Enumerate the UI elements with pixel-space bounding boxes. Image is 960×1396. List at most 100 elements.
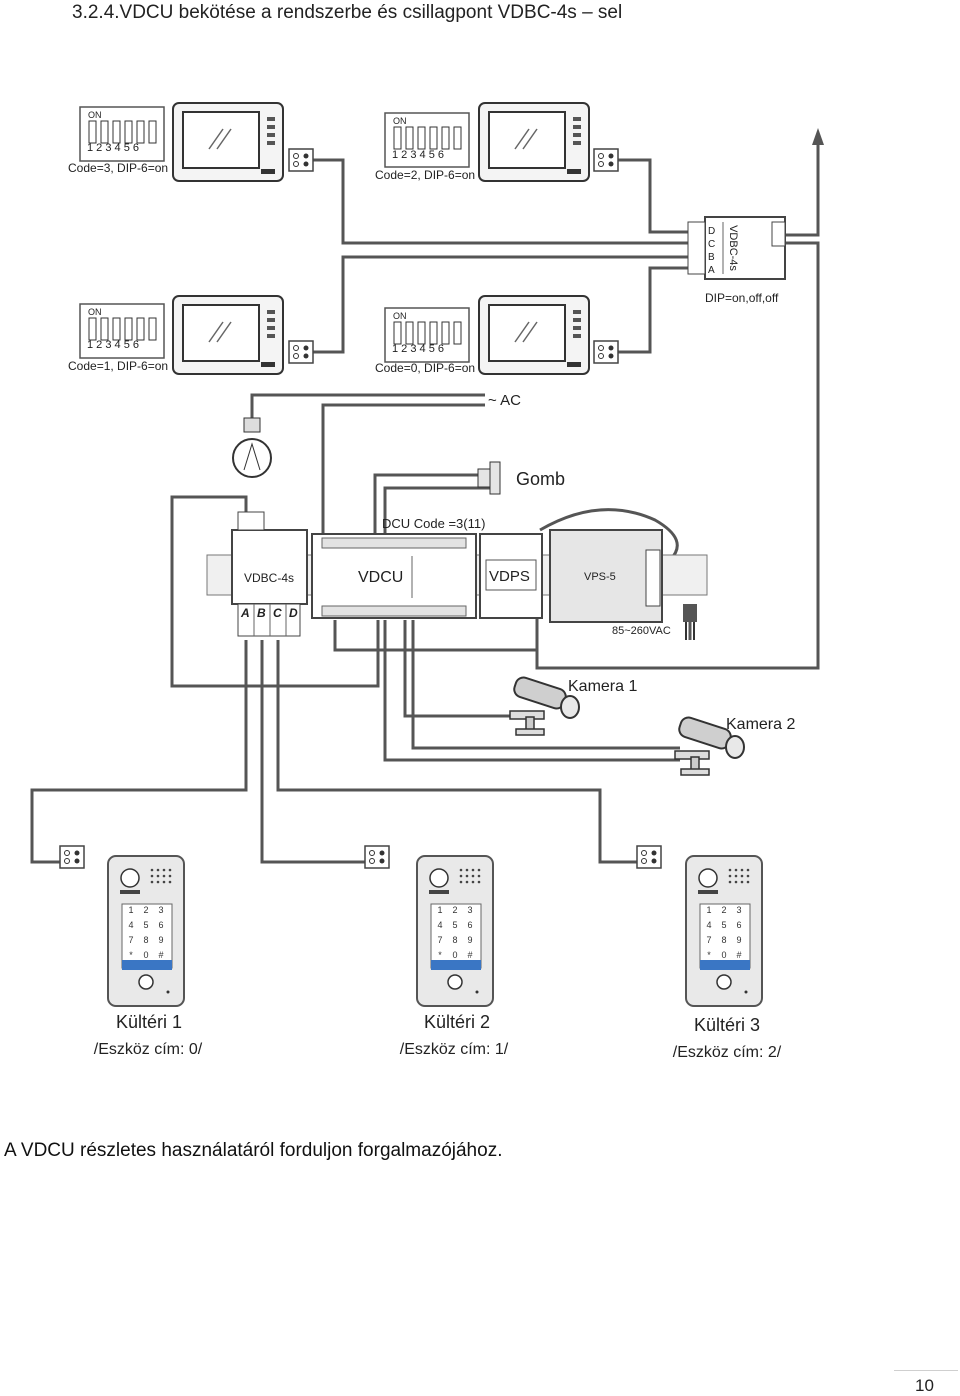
outdoor-address: /Eszköz cím: 1/ (400, 1041, 509, 1058)
outdoor-unit-2 (416, 855, 494, 1007)
keypad-key: 3 (158, 905, 163, 915)
monitor-terminal (288, 340, 314, 364)
keypad-key: 2 (721, 905, 726, 915)
keypad-key: 2 (452, 905, 457, 915)
hub-bottom (231, 511, 308, 637)
page-number-rule (894, 1370, 958, 1371)
monitor-terminal (593, 148, 619, 172)
keypad-key: 6 (736, 920, 741, 930)
dip-switch-numbers: 1 2 3 4 5 6 (87, 142, 139, 154)
keypad-key: 8 (452, 935, 457, 945)
vdcu-unit (311, 533, 477, 619)
keypad-key: 1 (128, 905, 133, 915)
keypad-key: 7 (706, 935, 711, 945)
outdoor-terminal (636, 845, 662, 869)
keypad-key: * (707, 950, 711, 960)
outdoor-unit-1 (107, 855, 185, 1007)
keypad-key: 0 (143, 950, 148, 960)
camera-2-label: Kamera 2 (726, 716, 795, 733)
plug-icon (683, 604, 697, 640)
monitor-code-label: Code=1, DIP-6=on (68, 359, 168, 373)
keypad-key: 1 (706, 905, 711, 915)
keypad-key: 2 (143, 905, 148, 915)
mains-label: 85~260VAC (612, 625, 671, 637)
monitor-code-label: Code=0, DIP-6=on (375, 361, 475, 375)
keypad-key: 4 (706, 920, 711, 930)
hub-bottom-port: D (289, 606, 298, 620)
outdoor-address: /Eszköz cím: 0/ (94, 1041, 203, 1058)
keypad-key: 3 (467, 905, 472, 915)
camera-1-label: Kamera 1 (568, 678, 637, 695)
uplink-arrow (812, 128, 824, 145)
keypad-key: 3 (736, 905, 741, 915)
hub-top-model: VDBC-4s (727, 225, 739, 271)
vdps-unit (479, 533, 543, 619)
vdcu-label: VDCU (358, 569, 403, 586)
hub-top-dip-label: DIP=on,off,off (705, 291, 779, 305)
outdoor-terminal (59, 845, 85, 869)
dip-on-label: ON (393, 116, 407, 126)
dip-on-label: ON (393, 311, 407, 321)
outdoor-unit-3 (685, 855, 763, 1007)
monitor-code-label: Code=3, DIP-6=on (68, 161, 168, 175)
keypad-key: 8 (143, 935, 148, 945)
keypad-key: * (129, 950, 133, 960)
keypad-key: 7 (437, 935, 442, 945)
keypad-key: # (158, 950, 163, 960)
hub-top: VDBC-4s D C B A (687, 216, 786, 280)
hub-bottom-port: C (273, 606, 282, 620)
keypad-key: # (467, 950, 472, 960)
keypad-key: * (438, 950, 442, 960)
keypad-key: # (736, 950, 741, 960)
keypad-key: 8 (721, 935, 726, 945)
hub-bottom-model: VDBC-4s (244, 571, 294, 585)
hub-bottom-port: B (257, 606, 266, 620)
outdoor-name: Kültéri 2 (424, 1012, 490, 1032)
dip-on-label: ON (88, 307, 102, 317)
hub-bottom-port: A (240, 606, 250, 620)
gomb-label: Gomb (516, 469, 565, 489)
ac-label: ~ AC (488, 392, 521, 409)
page-number: 10 (915, 1376, 934, 1395)
outdoor-name: Kültéri 3 (694, 1015, 760, 1035)
vdps-label: VDPS (489, 568, 530, 585)
keypad-key: 6 (467, 920, 472, 930)
keypad-key: 4 (437, 920, 442, 930)
keypad-key: 7 (128, 935, 133, 945)
page-heading: 3.2.4.VDCU bekötése a rendszerbe és csil… (72, 2, 623, 23)
vps-label: VPS-5 (584, 571, 616, 583)
wiring-lines (30, 145, 820, 864)
dip-switch-numbers: 1 2 3 4 5 6 (392, 343, 444, 355)
monitor-4 (478, 295, 590, 375)
hub-top-port: A (708, 265, 715, 276)
hub-top-port: D (708, 226, 715, 237)
keypad-key: 0 (721, 950, 726, 960)
button-icon (477, 461, 501, 495)
keypad-key: 4 (128, 920, 133, 930)
keypad-key: 5 (452, 920, 457, 930)
outdoor-address: /Eszköz cím: 2/ (673, 1044, 782, 1061)
footnote-text: A VDCU részletes használatáról forduljon… (4, 1140, 503, 1161)
monitor-terminal (288, 148, 314, 172)
dip-switch-numbers: 1 2 3 4 5 6 (392, 149, 444, 161)
dip-labels: ON ON ON ON (88, 110, 407, 321)
outdoor-terminal (364, 845, 390, 869)
keypad-key: 5 (721, 920, 726, 930)
dip-number-labels: 1 2 3 4 5 6 1 2 3 4 5 6 1 2 3 4 5 6 1 2 … (87, 142, 444, 355)
bulb-icon (232, 417, 272, 478)
hub-top-port: B (708, 252, 715, 263)
monitor-1 (172, 102, 284, 182)
keypad-key: 6 (158, 920, 163, 930)
monitor-2 (478, 102, 590, 182)
monitor-3 (172, 295, 284, 375)
keypad-key: 5 (143, 920, 148, 930)
keypad-key: 9 (158, 935, 163, 945)
monitor-terminal (593, 340, 619, 364)
dip-switch-numbers: 1 2 3 4 5 6 (87, 339, 139, 351)
dip-on-label: ON (88, 110, 102, 120)
outdoor-name: Kültéri 1 (116, 1012, 182, 1032)
keypad-key: 1 (437, 905, 442, 915)
keypad-key: 9 (736, 935, 741, 945)
vps-unit (549, 529, 663, 623)
